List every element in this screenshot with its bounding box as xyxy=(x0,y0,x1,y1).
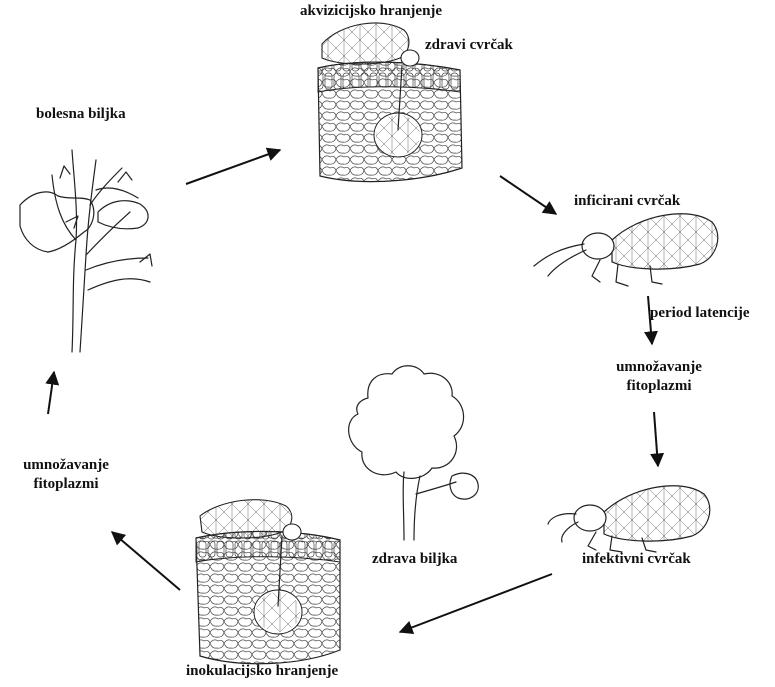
arrow-to-infected xyxy=(500,176,556,214)
arrow-to-multiplication-left xyxy=(112,532,180,590)
leaf-cross-section-icon xyxy=(196,500,340,664)
arrow-to-inoculation xyxy=(400,574,552,632)
label-multiplication-left: umnožavanje fitoplazmi xyxy=(6,456,126,494)
label-infected-leafhopper: inficirani cvrčak xyxy=(574,192,680,211)
label-multiplication-left-line2: fitoplazmi xyxy=(6,475,126,494)
label-infective-leafhopper: infektivni cvrčak xyxy=(582,550,691,569)
healthy-tree-icon xyxy=(349,366,479,540)
label-multiplication-right-line1: umnožavanje xyxy=(584,358,734,377)
arrow-to-acquisition xyxy=(186,150,280,184)
label-acquisition-feeding: akvizicijsko hranjenje xyxy=(300,2,442,21)
diseased-plant-icon xyxy=(20,150,152,352)
label-multiplication-right-line2: fitoplazmi xyxy=(584,377,734,396)
label-healthy-plant: zdrava biljka xyxy=(372,550,457,569)
label-inoculation-feeding: inokulacijsko hranjenje xyxy=(186,662,338,681)
arrow-to-diseased-plant xyxy=(48,372,54,414)
label-diseased-plant: bolesna biljka xyxy=(36,105,126,124)
label-multiplication-left-line1: umnožavanje xyxy=(6,456,126,475)
leafhopper-icon xyxy=(548,486,710,552)
label-multiplication-right: umnožavanje fitoplazmi xyxy=(584,358,734,396)
label-latency-period: period latencije xyxy=(650,304,750,323)
label-healthy-leafhopper: zdravi cvrčak xyxy=(425,36,513,55)
leafhopper-icon xyxy=(534,214,718,286)
arrow-to-infective xyxy=(654,412,658,466)
